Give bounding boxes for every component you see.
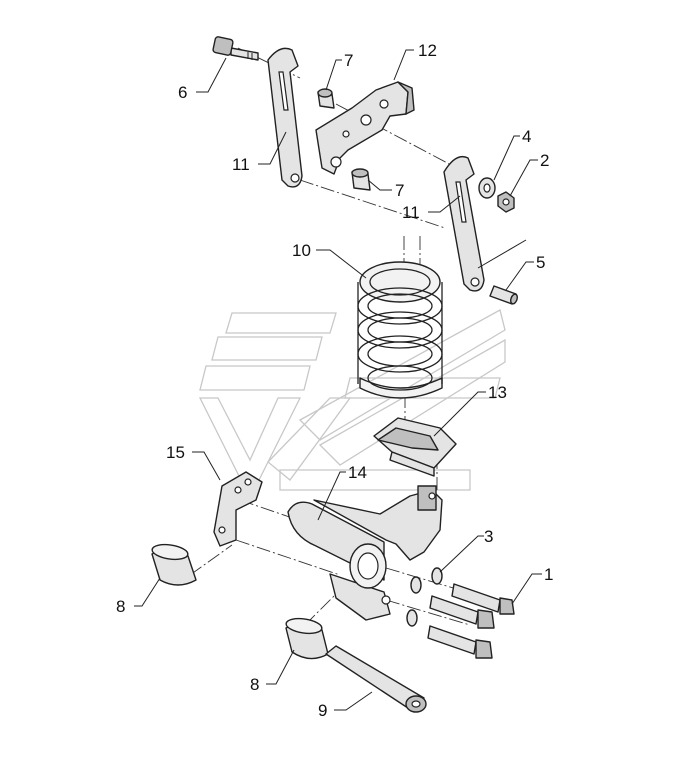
part-1-bolts	[427, 583, 515, 659]
callout-14: 14	[348, 463, 367, 482]
callout-3: 3	[484, 527, 493, 546]
callout-6: 6	[178, 83, 187, 102]
callout-numbers: 6 11 7 12 7 4 2 11 10 5 13 15 14 3 1 8 8…	[116, 41, 553, 720]
callout-5: 5	[536, 253, 545, 272]
part-7-bushing-upper	[317, 88, 335, 109]
part-13-spring-seat	[373, 417, 457, 477]
part-11-lever-right	[443, 155, 485, 292]
callout-10: 10	[292, 241, 311, 260]
callout-2: 2	[540, 151, 549, 170]
part-2-nut	[497, 191, 515, 213]
part-7-bushing-lower	[351, 168, 371, 191]
part-3-washers	[406, 567, 443, 627]
part-11-lever-left	[267, 47, 303, 188]
callout-leaders	[134, 49, 542, 711]
callout-15: 15	[166, 443, 185, 462]
callout-11-right: 11	[402, 203, 420, 222]
part-12-bracket	[315, 81, 415, 175]
part-14-housing	[287, 485, 443, 621]
callout-8-left: 8	[116, 597, 125, 616]
part-5-pin	[489, 285, 518, 305]
part-10-coil-spring	[357, 261, 443, 399]
part-15-side-plate	[213, 471, 263, 547]
part-4-washer	[478, 177, 496, 199]
part-9-shaft	[325, 645, 427, 713]
callout-11-left: 11	[232, 155, 250, 174]
callout-8-lower: 8	[250, 675, 259, 694]
part-8-bushing-lower	[285, 617, 329, 660]
callout-4: 4	[522, 127, 531, 146]
callout-7-upper: 7	[344, 51, 353, 70]
watermark-logo	[198, 309, 506, 491]
part-8-bushing-left	[151, 543, 197, 586]
callout-13: 13	[488, 383, 507, 402]
callout-12: 12	[418, 41, 437, 60]
callout-7-lower: 7	[395, 181, 404, 200]
callout-9: 9	[318, 701, 327, 720]
callout-1: 1	[544, 565, 553, 584]
part-6-bolt	[212, 36, 259, 61]
